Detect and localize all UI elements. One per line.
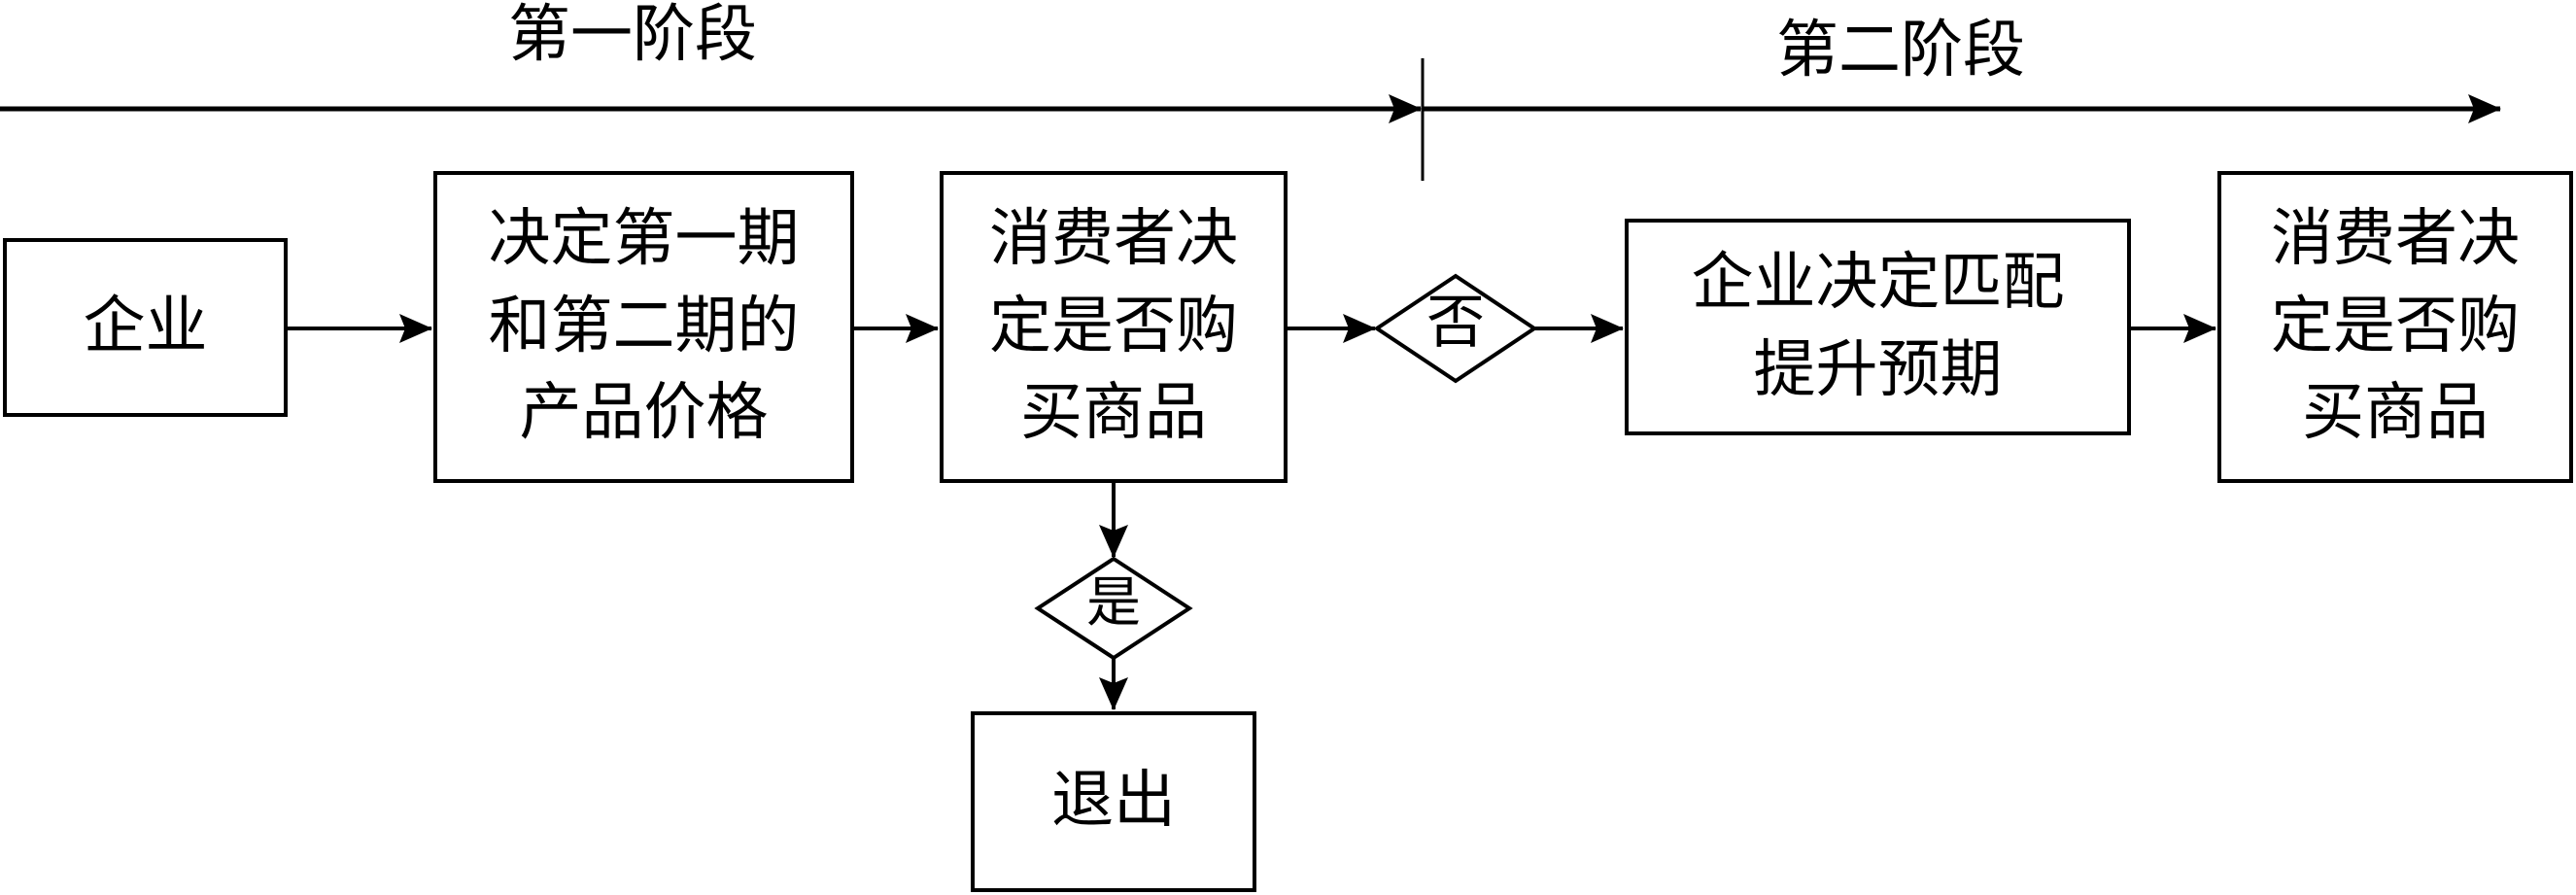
- node-exit-label: 退出: [1051, 765, 1176, 838]
- node-exit: 退出: [971, 711, 1256, 892]
- decision-no-label: 否: [1426, 289, 1485, 357]
- decision-yes-label: 是: [1086, 571, 1141, 635]
- decision-yes-diamond: [1034, 556, 1193, 661]
- node-set-prices-label: 决定第一期 和第二期的 产品价格: [488, 203, 800, 450]
- node-consumer-decision-1: 消费者决 定是否购 买商品: [940, 171, 1288, 483]
- node-set-prices: 决定第一期 和第二期的 产品价格: [433, 171, 854, 483]
- stage1-label: 第一阶段: [508, 0, 757, 71]
- node-consumer-decision-2: 消费者决 定是否购 买商品: [2217, 171, 2573, 483]
- stage2-label: 第二阶段: [1776, 15, 2025, 86]
- node-consumer-decision-2-label: 消费者决 定是否购 买商品: [2271, 203, 2520, 450]
- node-firm-label: 企业: [83, 291, 208, 363]
- node-firm-match-expectation-label: 企业决定匹配 提升预期: [1691, 246, 2065, 406]
- decision-no-diamond: [1373, 273, 1538, 384]
- node-firm: 企业: [3, 238, 288, 417]
- node-consumer-decision-1-label: 消费者决 定是否购 买商品: [989, 203, 1238, 450]
- node-firm-match-expectation: 企业决定匹配 提升预期: [1625, 219, 2131, 435]
